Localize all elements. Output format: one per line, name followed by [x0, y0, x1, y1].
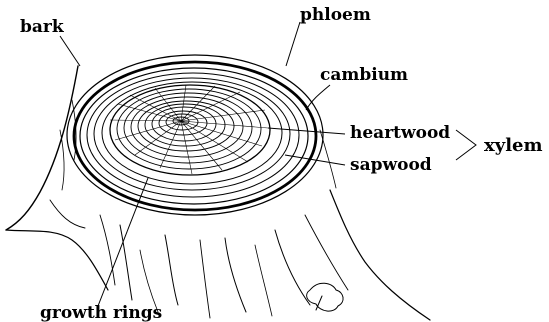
cambium-leader: [306, 85, 330, 110]
label-bark: bark: [20, 17, 65, 37]
label-phloem: phloem: [300, 5, 371, 25]
label-sapwood: sapwood: [350, 155, 432, 175]
label-cambium: cambium: [320, 65, 408, 85]
bark-ring: [67, 55, 323, 215]
heartwood-leader: [268, 128, 345, 134]
phloem-leader: [286, 22, 300, 66]
stump-trunk: [6, 66, 430, 320]
xylem-bracket: [456, 130, 476, 160]
leaf-icon: [307, 283, 343, 311]
heartwood-rings: [110, 85, 270, 175]
growth-rings-leader: [98, 178, 148, 306]
label-growth-rings: growth rings: [40, 303, 162, 322]
label-heartwood: heartwood: [350, 123, 450, 143]
bark-leader: [60, 36, 80, 66]
label-xylem: xylem: [484, 135, 543, 156]
